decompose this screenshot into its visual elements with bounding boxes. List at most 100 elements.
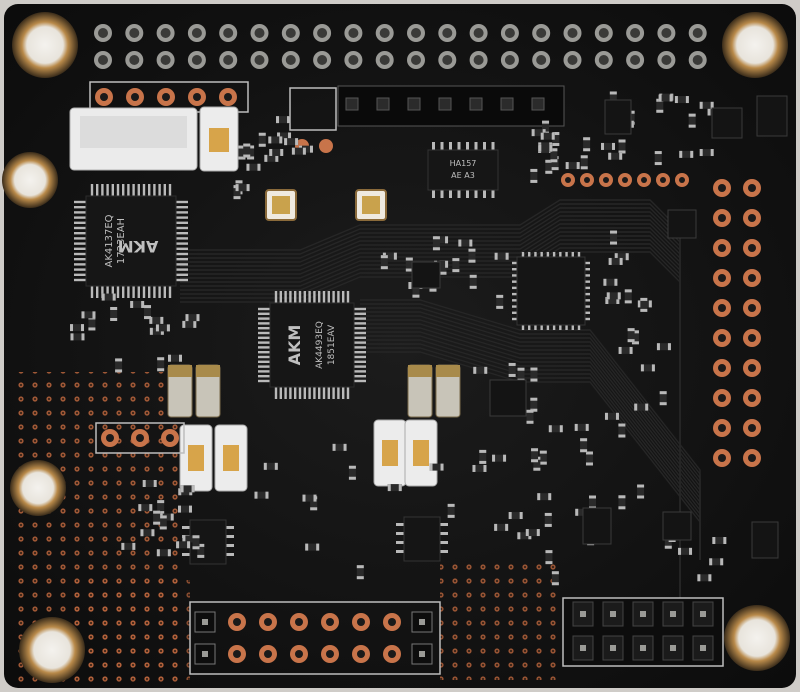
smd-terminal <box>405 257 413 261</box>
gpio-pin-hole <box>379 55 390 65</box>
smd-terminal <box>247 156 255 160</box>
chip-pin <box>585 274 590 277</box>
smd-part <box>472 464 487 472</box>
chip-pin <box>354 331 366 335</box>
smd-terminal <box>348 465 356 469</box>
chip-pin <box>289 291 292 303</box>
smd-terminal <box>151 529 155 537</box>
smd-part <box>412 283 420 298</box>
smd-terminal <box>614 253 618 261</box>
smd-terminal <box>153 521 161 525</box>
smd-terminal <box>656 109 664 113</box>
smd-terminal <box>674 96 678 104</box>
pin <box>670 611 676 617</box>
chip-pin <box>122 184 125 196</box>
smd-terminal <box>589 495 597 499</box>
chip-pin <box>258 360 270 363</box>
chip-pin <box>528 325 531 330</box>
smd-part <box>618 495 626 510</box>
chip-pin <box>258 379 270 383</box>
smd-terminal <box>188 505 192 513</box>
smd-terminal <box>182 320 186 328</box>
chip-pin <box>258 355 270 359</box>
smd-part <box>697 574 712 582</box>
smd-terminal <box>178 488 182 496</box>
gpio-pin-hole <box>411 55 421 65</box>
smd-terminal <box>141 300 145 308</box>
smd-part <box>614 253 629 261</box>
gpio-pin-hole <box>536 55 547 65</box>
chip-pin <box>116 286 120 298</box>
smd-part <box>182 535 197 543</box>
chip-pin <box>318 387 321 399</box>
smd-terminal <box>447 514 455 518</box>
smd-part <box>155 324 170 332</box>
smd-terminal <box>81 324 85 332</box>
chip-pin <box>90 286 94 298</box>
smd-terminal <box>469 274 477 278</box>
chip-pin <box>342 387 345 399</box>
smd-terminal <box>659 402 667 406</box>
center-chip-brand: AKM <box>285 325 304 366</box>
chip-pin <box>396 532 404 535</box>
smd-terminal <box>310 507 318 511</box>
jumper-contact <box>413 440 429 466</box>
smd-terminal <box>708 574 712 582</box>
smd-terminal <box>668 539 676 543</box>
chip-pin <box>127 286 130 298</box>
smd-part <box>380 255 388 270</box>
chip-pin <box>432 190 435 198</box>
pad-hole <box>718 454 726 462</box>
socket <box>531 97 545 111</box>
chip-pin <box>354 317 366 320</box>
smd-terminal <box>545 170 553 174</box>
smd-terminal <box>517 532 521 540</box>
smd-terminal <box>618 423 626 427</box>
smd-terminal <box>710 101 714 109</box>
smd-terminal <box>254 491 258 499</box>
smd-terminal <box>640 308 648 312</box>
smd-terminal <box>160 316 164 324</box>
smd-part <box>550 148 558 163</box>
smd-part <box>291 147 306 155</box>
chip-pin <box>74 273 86 276</box>
chip-pin <box>176 273 188 276</box>
jumper-contact <box>382 440 398 466</box>
chip-pin <box>153 286 156 298</box>
smd-terminal <box>517 367 525 371</box>
smd-part <box>606 292 621 300</box>
smd-part <box>679 150 694 158</box>
header-pad-hole <box>162 93 170 101</box>
chip-pin <box>258 307 270 311</box>
chip-pin <box>512 274 517 277</box>
smd-part <box>233 185 241 200</box>
smd-terminal <box>678 547 682 555</box>
smd-terminal <box>192 535 200 539</box>
smd-terminal <box>343 443 347 451</box>
smd-terminal <box>276 116 280 124</box>
pad-hole <box>718 394 726 402</box>
chip-pin <box>182 553 190 556</box>
smd-part <box>608 152 623 160</box>
pad-hole <box>166 434 174 442</box>
chip-pin <box>74 206 86 209</box>
chip-pin <box>512 268 517 271</box>
smd-part <box>254 491 269 499</box>
chip-pin <box>354 370 366 373</box>
smd-terminal <box>637 484 645 488</box>
gpio-pin-hole <box>567 55 578 65</box>
chip-pin <box>322 387 326 399</box>
smd-part <box>238 145 246 160</box>
chip-pin <box>337 291 340 303</box>
smd-part <box>159 515 167 530</box>
chip-pin <box>308 387 311 399</box>
smd-terminal <box>445 260 449 268</box>
smd-terminal <box>197 554 205 558</box>
pin <box>670 645 676 651</box>
smd-part <box>627 328 635 343</box>
smd-part <box>494 252 509 260</box>
smd-part <box>243 143 251 158</box>
smd-part <box>473 366 488 374</box>
smd-terminal <box>585 423 589 431</box>
chip-pin <box>354 346 366 349</box>
